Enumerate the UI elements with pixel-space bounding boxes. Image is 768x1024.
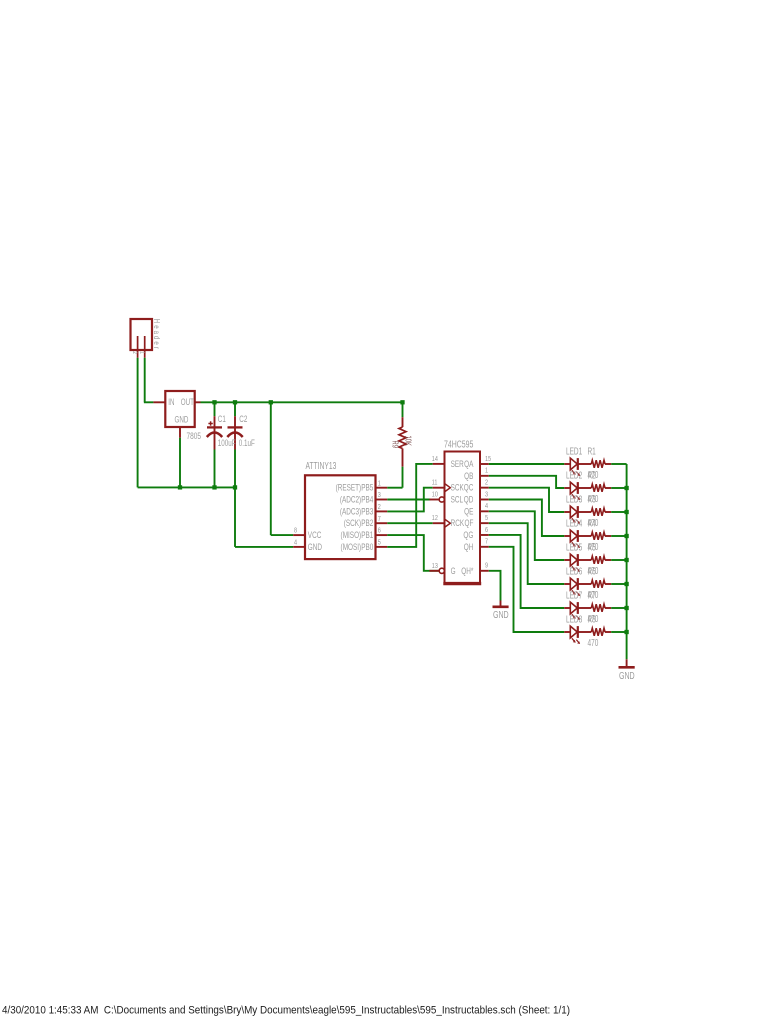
- svg-text:74HC595: 74HC595: [444, 438, 473, 450]
- svg-text:R8: R8: [588, 613, 596, 625]
- svg-text:5: 5: [485, 514, 488, 522]
- svg-text:7805: 7805: [187, 431, 202, 442]
- svg-text:QB: QB: [464, 471, 473, 481]
- svg-text:Header: Header: [152, 319, 160, 351]
- svg-text:(MISO)PB1: (MISO)PB1: [341, 530, 374, 540]
- svg-text:SER: SER: [451, 459, 465, 469]
- svg-text:GND: GND: [493, 609, 509, 620]
- svg-text:LED3: LED3: [566, 493, 582, 505]
- svg-text:2: 2: [485, 479, 488, 487]
- svg-text:11: 11: [432, 479, 438, 487]
- svg-text:QG: QG: [463, 530, 473, 540]
- svg-text:(RESET)PB5: (RESET)PB5: [336, 483, 374, 493]
- svg-text:QH: QH: [464, 542, 474, 552]
- svg-text:100uF: 100uF: [218, 438, 236, 449]
- svg-text:QF: QF: [465, 518, 474, 528]
- svg-text:470: 470: [588, 516, 599, 528]
- svg-text:6: 6: [485, 526, 488, 534]
- svg-text:13: 13: [432, 562, 438, 570]
- svg-text:470: 470: [588, 492, 599, 504]
- svg-text:3: 3: [378, 491, 381, 499]
- svg-text:C1: C1: [218, 414, 226, 425]
- svg-text:1: 1: [378, 480, 381, 488]
- svg-text:QD: QD: [464, 494, 474, 504]
- svg-text:4/30/2010 1:45:33 AM C:\Docum: 4/30/2010 1:45:33 AM C:\Documents and Se…: [2, 1005, 570, 1017]
- svg-text:4: 4: [485, 502, 488, 510]
- svg-text:QH*: QH*: [461, 566, 473, 576]
- svg-text:3: 3: [485, 491, 488, 499]
- svg-text:7: 7: [485, 538, 488, 546]
- svg-text:RCK: RCK: [451, 518, 465, 528]
- svg-text:IN: IN: [168, 397, 175, 408]
- svg-text:C2: C2: [239, 414, 247, 425]
- svg-text:5: 5: [378, 539, 381, 547]
- svg-text:470: 470: [588, 612, 599, 624]
- svg-text:470: 470: [588, 468, 599, 480]
- svg-text:R9: R9: [390, 441, 399, 448]
- svg-text:R2: R2: [588, 469, 596, 481]
- svg-text:(SCK)PB2: (SCK)PB2: [344, 518, 374, 528]
- svg-text:LED7: LED7: [566, 589, 582, 601]
- svg-text:LED5: LED5: [566, 541, 582, 553]
- svg-text:LED6: LED6: [566, 565, 582, 577]
- svg-text:470: 470: [588, 636, 599, 648]
- svg-text:(ADC3)PB3: (ADC3)PB3: [340, 506, 373, 516]
- svg-text:1: 1: [485, 467, 488, 475]
- svg-text:10: 10: [432, 491, 438, 499]
- svg-text:12: 12: [432, 515, 438, 523]
- svg-text:SCK: SCK: [451, 483, 465, 493]
- svg-text:4: 4: [294, 539, 297, 547]
- svg-text:R7: R7: [588, 589, 596, 601]
- svg-text:QE: QE: [464, 506, 473, 516]
- svg-text:LED4: LED4: [566, 517, 582, 529]
- svg-text:0.1uF: 0.1uF: [239, 438, 255, 449]
- svg-text:2: 2: [378, 503, 381, 511]
- svg-text:ATTINY13: ATTINY13: [306, 459, 337, 471]
- svg-text:6: 6: [378, 527, 381, 535]
- svg-text:R1: R1: [588, 445, 596, 457]
- svg-text:2: 2: [131, 351, 138, 354]
- svg-text:GND: GND: [619, 670, 635, 681]
- svg-text:SCL: SCL: [451, 494, 464, 504]
- svg-text:LED2: LED2: [566, 469, 582, 481]
- svg-text:OUT: OUT: [181, 397, 194, 408]
- svg-text:7: 7: [378, 515, 381, 523]
- svg-text:1: 1: [138, 351, 145, 354]
- svg-text:GND: GND: [308, 542, 323, 552]
- svg-text:VCC: VCC: [308, 530, 322, 540]
- svg-text:R6: R6: [588, 565, 596, 577]
- svg-text:LED1: LED1: [566, 445, 582, 457]
- svg-text:(ADC2)PB4: (ADC2)PB4: [340, 494, 374, 504]
- svg-text:470: 470: [588, 540, 599, 552]
- svg-text:9: 9: [485, 562, 488, 570]
- svg-text:10K: 10K: [403, 436, 412, 447]
- svg-text:R5: R5: [588, 541, 596, 553]
- svg-text:8: 8: [294, 527, 297, 535]
- svg-text:R3: R3: [588, 493, 596, 505]
- svg-text:(MOSI)PB0: (MOSI)PB0: [341, 542, 374, 552]
- svg-text:470: 470: [588, 564, 599, 576]
- svg-text:GND: GND: [175, 414, 189, 425]
- svg-text:LED8: LED8: [566, 613, 582, 625]
- svg-text:R4: R4: [588, 517, 596, 529]
- svg-text:15: 15: [485, 455, 491, 463]
- svg-text:14: 14: [432, 455, 438, 463]
- svg-text:470: 470: [588, 588, 599, 600]
- svg-text:QC: QC: [464, 483, 474, 493]
- svg-text:QA: QA: [464, 459, 474, 469]
- svg-text:G: G: [451, 566, 456, 576]
